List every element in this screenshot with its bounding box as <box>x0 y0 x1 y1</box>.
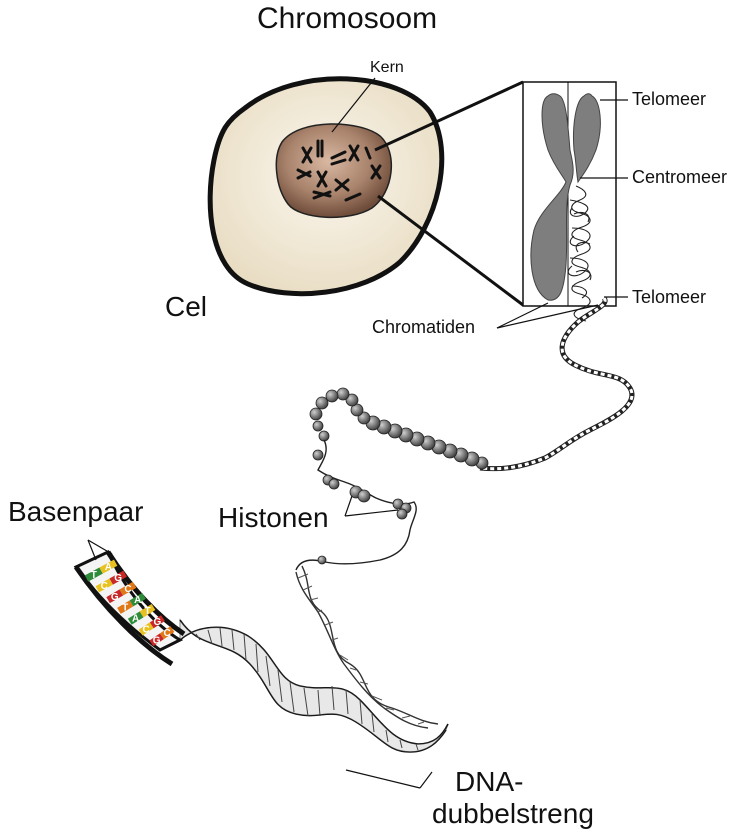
kern-pointer <box>331 77 376 133</box>
base-letter: A <box>132 614 139 625</box>
base-letter: C <box>164 628 171 639</box>
dna-upper-rungs <box>297 573 425 725</box>
histone-beads <box>312 449 412 565</box>
label-cel: Cel <box>165 291 208 322</box>
chromatid-left <box>530 93 574 301</box>
zoom-line-bottom <box>377 194 524 307</box>
nucleus-chromosomes <box>296 139 382 202</box>
nucleus <box>275 123 393 218</box>
base-letter: A <box>105 562 112 573</box>
base-letter: G <box>153 635 161 646</box>
base-letter: A <box>134 595 141 606</box>
base-pair-rung-right <box>119 581 137 596</box>
base-pair-rung-right <box>99 559 118 574</box>
base-pair-rung-right <box>159 626 175 640</box>
base-pair-rung-right <box>139 603 156 618</box>
base-pair-rung-left <box>149 633 164 647</box>
dna-main-ribbon <box>179 618 449 753</box>
base-letter: G <box>114 573 122 584</box>
zoom-line-top <box>374 80 524 152</box>
base-pair-rung-left <box>138 622 154 636</box>
base-letter: T <box>122 603 128 614</box>
base-pair-rung-right <box>149 615 165 629</box>
label-telomeer-bottom: Telomeer <box>632 287 707 307</box>
solenoid-beads <box>309 387 489 470</box>
base-letter: C <box>143 624 150 635</box>
base-pair-rung-left <box>127 611 144 625</box>
base-pair-rung-right <box>109 570 127 585</box>
label-kern: Kern <box>370 59 404 76</box>
base-letter: C <box>101 581 108 592</box>
base-letter: G <box>153 617 161 628</box>
label-histonen: Histonen <box>218 502 329 533</box>
base-letter: T <box>91 570 97 581</box>
label-basenpaar: Basenpaar <box>8 496 144 527</box>
chromatid-right <box>573 93 601 184</box>
label-centromeer: Centromeer <box>632 167 728 187</box>
base-letter: G <box>111 592 119 603</box>
base-pair-rung-left <box>117 600 134 614</box>
base-pair-rung-left <box>84 567 103 582</box>
dna-helix-upper <box>295 565 439 729</box>
base-pair-rung-right <box>129 592 146 607</box>
label-dna-line1: DNA- <box>455 766 524 797</box>
label-chromatiden: Chromatiden <box>372 317 476 337</box>
chromatin-coil <box>567 185 592 322</box>
diagram-title: Chromosoom <box>257 2 438 35</box>
fiber-tail <box>479 296 635 472</box>
dna-main-rungs <box>195 627 419 751</box>
label-dna-line2: dubbelstreng <box>432 798 594 829</box>
base-letter: T <box>145 606 151 617</box>
base-letter: C <box>124 584 131 595</box>
label-telomeer-top: Telomeer <box>632 89 707 109</box>
base-pair-rung-left <box>95 578 113 593</box>
base-pair-rung-left <box>106 589 124 604</box>
